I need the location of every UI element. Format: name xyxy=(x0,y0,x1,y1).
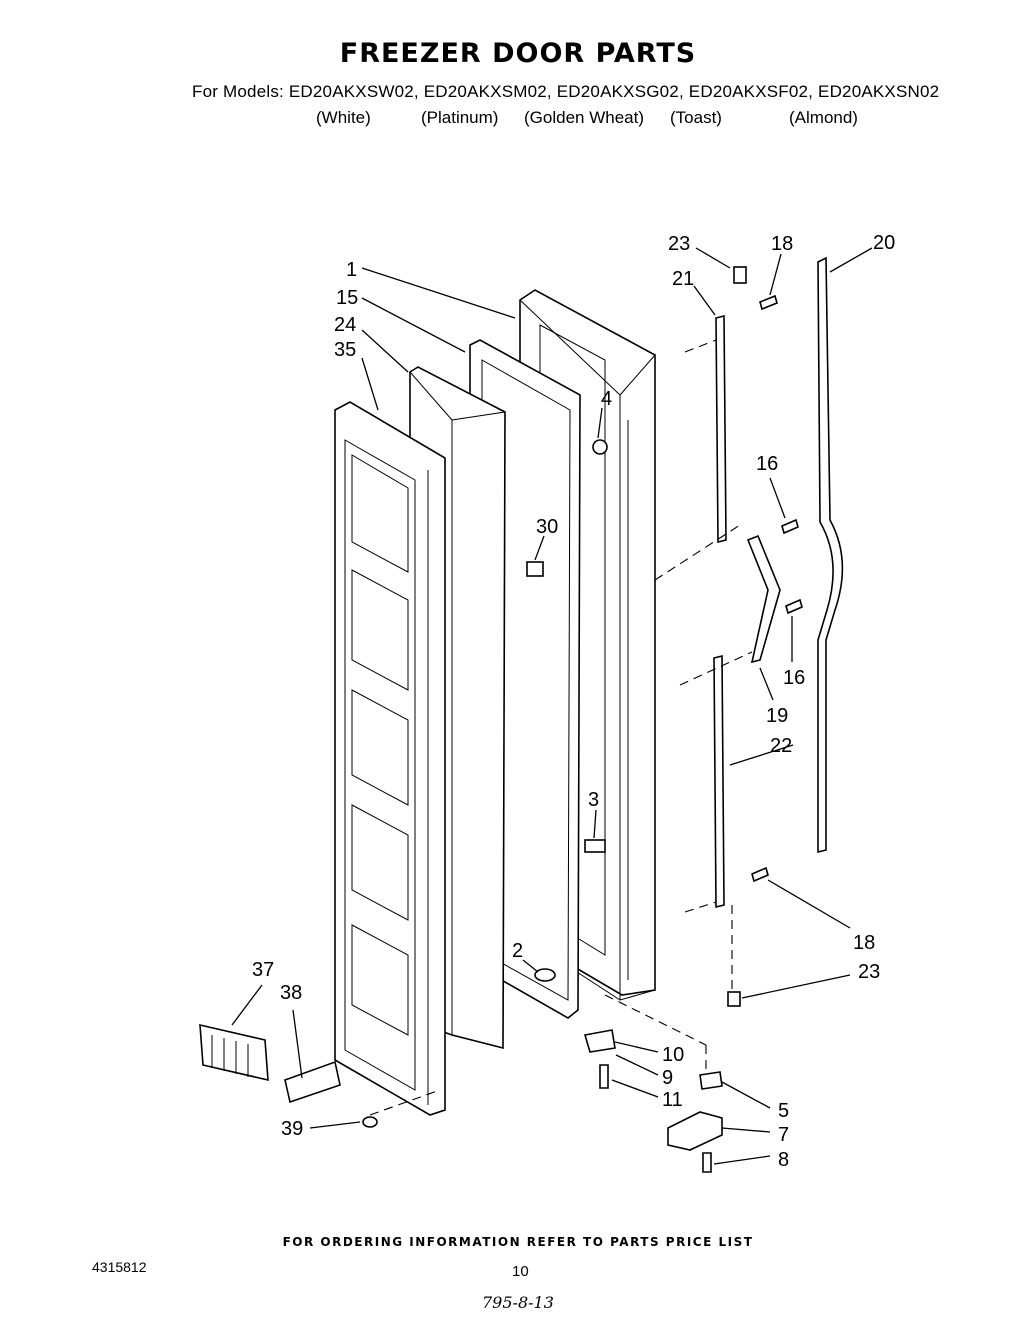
callout-9: 9 xyxy=(662,1067,673,1089)
callout-24: 24 xyxy=(334,314,356,336)
color-white: (White) xyxy=(316,108,371,127)
callout-20: 20 xyxy=(873,232,895,254)
callout-3: 3 xyxy=(588,789,599,811)
callout-16-top: 16 xyxy=(756,453,778,475)
callout-18-top: 18 xyxy=(771,233,793,255)
callout-5: 5 xyxy=(778,1100,789,1122)
callout-30: 30 xyxy=(536,516,558,538)
door-liner xyxy=(334,401,446,1116)
color-toast: (Toast) xyxy=(670,108,722,127)
callout-7: 7 xyxy=(778,1124,789,1146)
assembly-lines xyxy=(369,339,753,1116)
callout-21: 21 xyxy=(672,268,694,290)
handle-bracket xyxy=(746,534,781,664)
ordering-info-footer: FOR ORDERING INFORMATION REFER TO PARTS … xyxy=(282,1235,754,1249)
callout-37: 37 xyxy=(252,959,274,981)
callout-1: 1 xyxy=(346,259,357,281)
color-golden-wheat: (Golden Wheat) xyxy=(524,108,644,127)
callout-22: 22 xyxy=(770,735,792,757)
handle-trims xyxy=(713,314,727,909)
callout-11: 11 xyxy=(662,1089,683,1111)
callout-38: 38 xyxy=(280,982,302,1004)
callout-39: 39 xyxy=(281,1118,303,1140)
callout-10: 10 xyxy=(662,1044,684,1066)
handwritten-note: 795-8-13 xyxy=(482,1293,554,1312)
callout-23-top: 23 xyxy=(668,233,690,255)
models-line: For Models: ED20AKXSW02, ED20AKXSM02, ED… xyxy=(192,82,940,101)
door-handle xyxy=(817,256,844,854)
callout-18-bottom: 18 xyxy=(853,932,875,954)
callout-23-bottom: 23 xyxy=(858,961,880,983)
callout-labels: 1 15 24 35 4 30 3 2 23 18 21 20 16 16 19… xyxy=(252,232,895,1171)
callout-4: 4 xyxy=(601,388,612,410)
document-number: 4315812 xyxy=(92,1259,147,1275)
color-platinum: (Platinum) xyxy=(421,108,499,127)
page-number: 10 xyxy=(512,1263,529,1280)
callout-8: 8 xyxy=(778,1149,789,1171)
callout-2: 2 xyxy=(512,940,523,962)
callout-16-bottom: 16 xyxy=(783,667,805,689)
page-title: FREEZER DOOR PARTS xyxy=(339,38,697,69)
callout-15: 15 xyxy=(336,287,358,309)
leader-lines xyxy=(231,247,873,1165)
color-almond: (Almond) xyxy=(789,108,858,127)
callout-19: 19 xyxy=(766,705,788,727)
callout-35: 35 xyxy=(334,339,356,361)
small-parts xyxy=(199,266,803,1173)
